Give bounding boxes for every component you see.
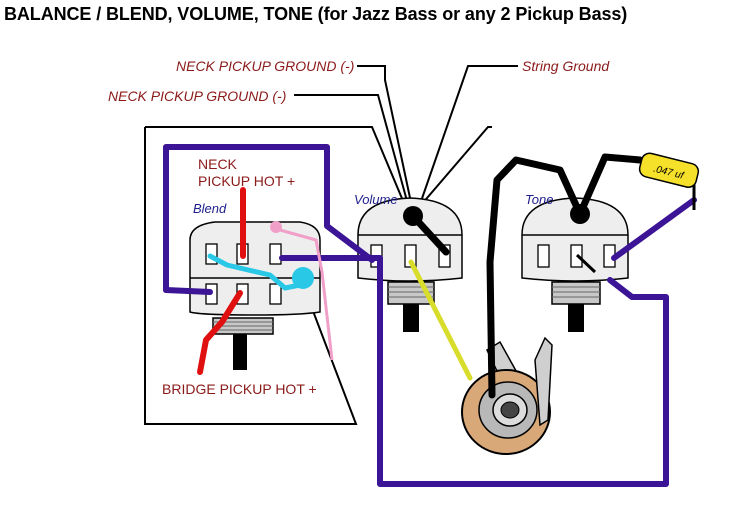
cyan-wire [207, 253, 314, 291]
neck-pickup-hot-label-line1: NECK [198, 156, 238, 172]
neck-pickup-ground-label-lower: NECK PICKUP GROUND (-) [108, 88, 286, 104]
tone-pot-label: Tone [525, 192, 553, 207]
blend-pot-label: Blend [193, 201, 227, 216]
pink-wire [270, 221, 334, 361]
neck-pickup-hot-label-line2: PICKUP HOT + [198, 173, 295, 189]
output-jack [461, 336, 553, 455]
volume-pot [357, 197, 463, 332]
string-ground-label: String Ground [522, 58, 610, 74]
tone-ground-solder [570, 204, 590, 224]
volume-ground-solder [403, 206, 423, 226]
capacitor: .047 uf [638, 152, 700, 210]
volume-pot-label: Volume [354, 192, 398, 207]
red-wires [197, 187, 246, 375]
tone-wiper-wire [575, 253, 597, 274]
page-title: BALANCE / BLEND, VOLUME, TONE (for Jazz … [4, 4, 628, 24]
neck-pickup-ground-label-upper: NECK PICKUP GROUND (-) [176, 58, 354, 74]
bridge-pickup-hot-label: BRIDGE PICKUP HOT + [162, 381, 317, 397]
purple-wires [163, 144, 697, 487]
yellow-wire [408, 259, 473, 381]
blend-pot [189, 221, 321, 370]
tone-pot [521, 197, 629, 332]
